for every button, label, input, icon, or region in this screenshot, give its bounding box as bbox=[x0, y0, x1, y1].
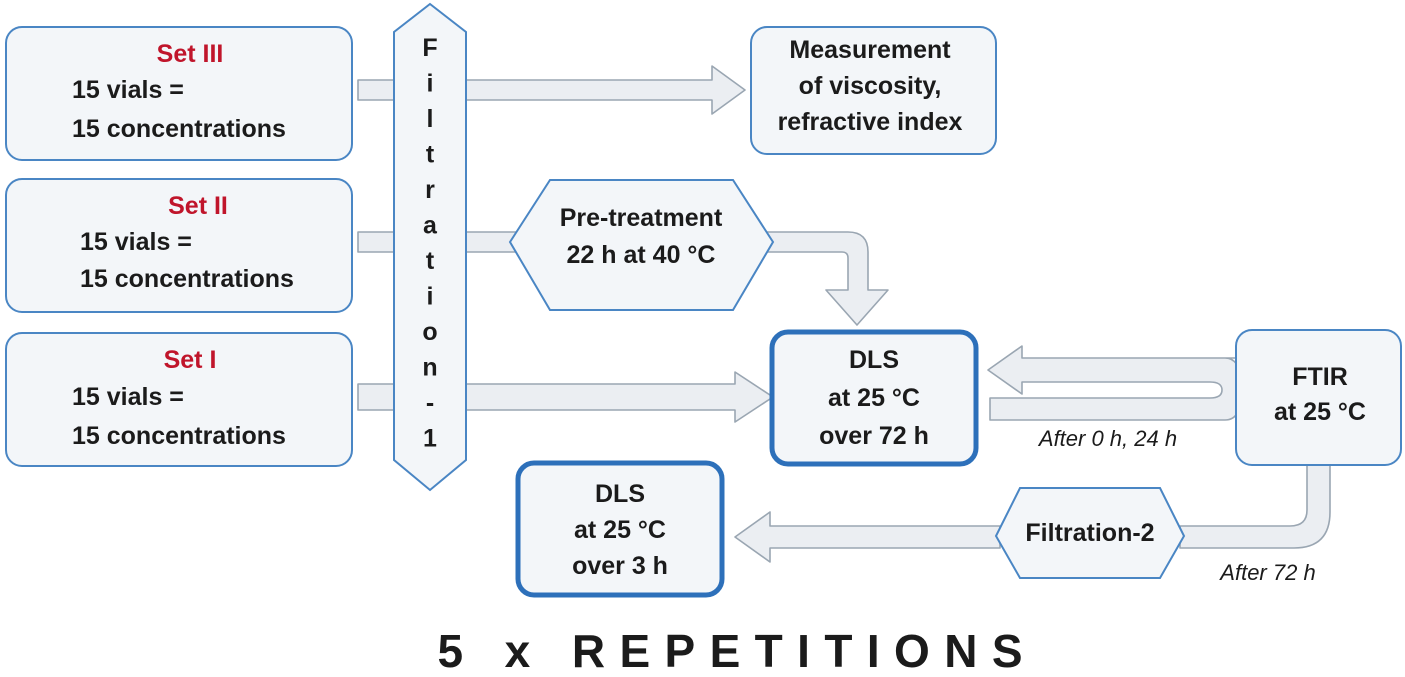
measurement-line-3: refractive index bbox=[778, 108, 963, 136]
set-three-concentrations: 15 concentrations bbox=[72, 115, 286, 143]
dls-final-line-3: over 3 h bbox=[572, 552, 668, 580]
set-three-title: Set III bbox=[157, 40, 224, 68]
filtration-2-label: Filtration-2 bbox=[1025, 519, 1154, 547]
dls-main-box bbox=[769, 329, 979, 467]
filtration-1-letter: n bbox=[422, 354, 437, 382]
after-72-label: After 72 h bbox=[1218, 560, 1315, 585]
set-two-concentrations: 15 concentrations bbox=[80, 265, 294, 293]
ftir-line-1: FTIR bbox=[1292, 363, 1348, 391]
pretreatment-line-1: Pre-treatment bbox=[560, 204, 723, 232]
dls-main-line-1: DLS bbox=[849, 346, 899, 374]
dls-final-box bbox=[515, 460, 725, 598]
set-two-title: Set II bbox=[168, 192, 228, 220]
filtration-1-letter: l bbox=[427, 105, 434, 133]
dls-final-line-2: at 25 °C bbox=[574, 516, 666, 544]
ftir-line-2: at 25 °C bbox=[1274, 398, 1366, 426]
filtration-1-letter: 1 bbox=[423, 425, 437, 453]
set-one-box bbox=[5, 332, 353, 467]
arrow-pretreatment-to-dls bbox=[739, 231, 889, 326]
filtration-2-hexagon bbox=[994, 487, 1186, 579]
set-three-box bbox=[5, 26, 353, 161]
pretreatment-line-2: 22 h at 40 °C bbox=[567, 241, 716, 269]
filtration-1-letter: i bbox=[427, 70, 434, 98]
set-two-box bbox=[5, 178, 353, 313]
filtration-1-letter: t bbox=[426, 247, 435, 275]
filtration-1-letter: o bbox=[422, 318, 437, 346]
arrow-ftir-dls-loop bbox=[987, 345, 1243, 421]
set-one-title: Set I bbox=[164, 346, 217, 374]
dls-main-line-2: at 25 °C bbox=[828, 384, 920, 412]
arrow-ftir-to-filtration2 bbox=[1179, 464, 1331, 549]
measurement-line-1: Measurement bbox=[789, 36, 951, 64]
filtration-1-letter: a bbox=[423, 212, 438, 240]
ftir-box bbox=[1235, 329, 1402, 466]
filtration-1-letter: - bbox=[426, 389, 434, 417]
filtration-1-column bbox=[393, 2, 467, 492]
dls-main-line-3: over 72 h bbox=[819, 422, 929, 450]
filtration-1-label: Filtration-1 bbox=[422, 34, 438, 453]
measurement-box bbox=[750, 26, 997, 155]
after-0-24-label: After 0 h, 24 h bbox=[1037, 426, 1177, 451]
filtration-1-letter: r bbox=[425, 176, 435, 204]
repetitions-footer: 5 x REPETITIONS bbox=[438, 625, 1023, 677]
arrow-filtration2-to-dls-final bbox=[734, 511, 1001, 563]
filtration-1-letter: i bbox=[427, 283, 434, 311]
set-three-vials: 15 vials = bbox=[72, 76, 184, 104]
filtration-1-letter: t bbox=[426, 141, 435, 169]
set-one-concentrations: 15 concentrations bbox=[72, 422, 286, 450]
dls-final-line-1: DLS bbox=[595, 480, 645, 508]
set-one-vials: 15 vials = bbox=[72, 383, 184, 411]
measurement-line-2: of viscosity, bbox=[799, 72, 942, 100]
filtration-1-letter: F bbox=[422, 34, 437, 62]
set-two-vials: 15 vials = bbox=[80, 228, 192, 256]
pretreatment-hexagon bbox=[508, 179, 775, 311]
